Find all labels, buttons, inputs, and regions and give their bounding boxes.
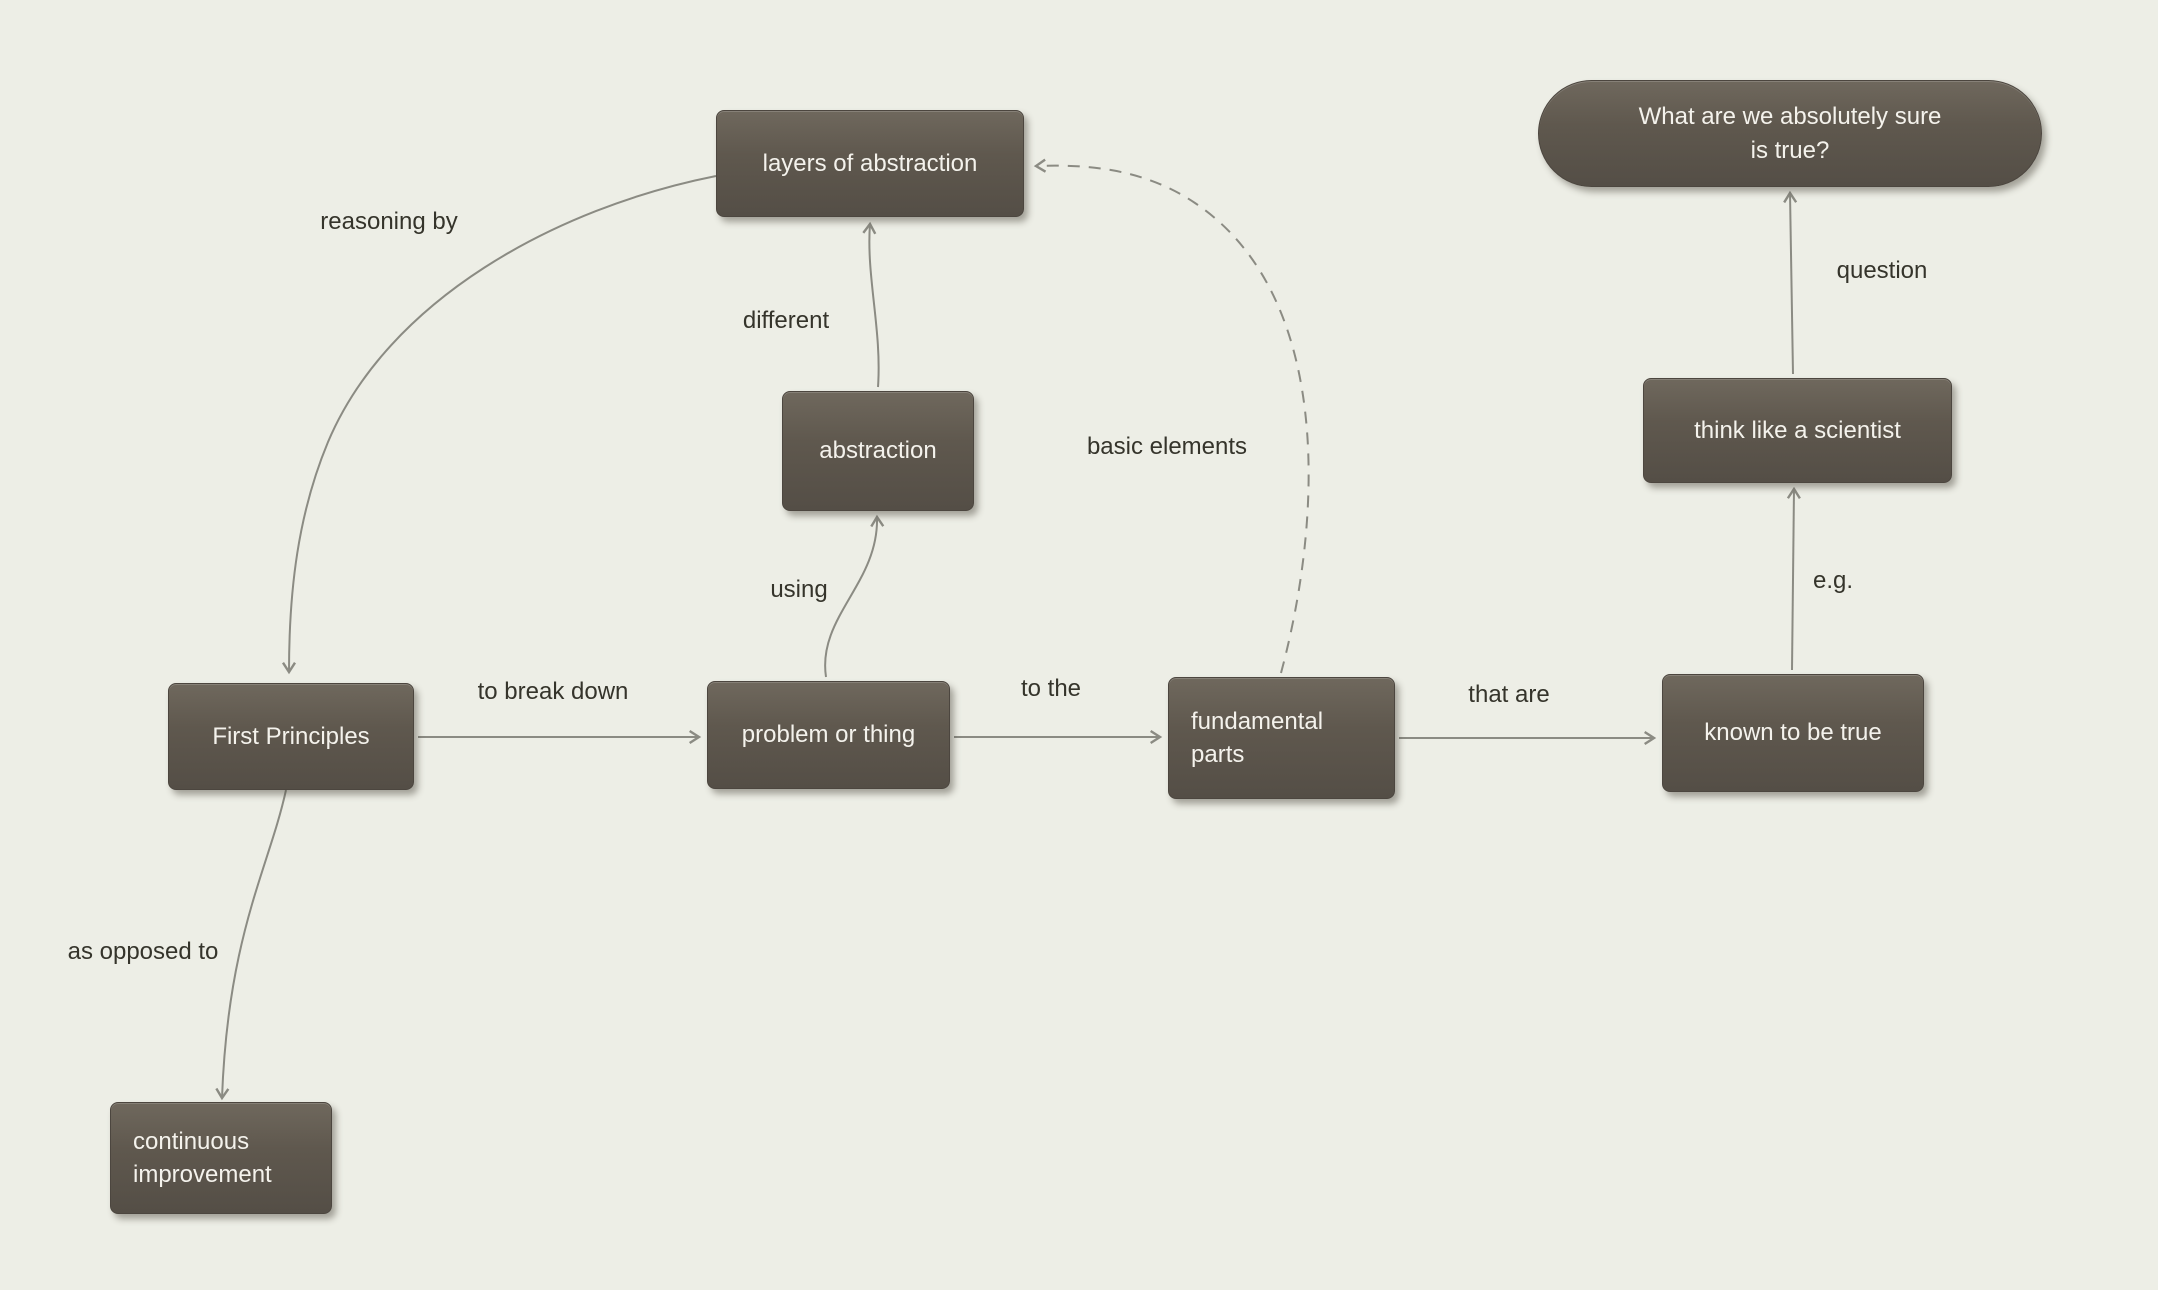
- edge-label-different: different: [742, 307, 830, 334]
- node-problem-or-thing[interactable]: problem or thing: [707, 681, 950, 789]
- node-first-principles[interactable]: First Principles: [168, 683, 414, 790]
- node-label-line: parts: [1191, 741, 1245, 768]
- node-think-like-a-scientist[interactable]: think like a scientist: [1643, 378, 1952, 483]
- edge-label-question: question: [1836, 257, 1928, 284]
- edge-label-reasoning-by: reasoning by: [320, 208, 458, 235]
- node-label-line: fundamental: [1191, 707, 1324, 735]
- node-label: problem or thing: [741, 721, 916, 749]
- arrow-different: [862, 221, 880, 388]
- node-label-line: What are we absolutely sure: [1638, 103, 1942, 131]
- arrow-using: [824, 514, 885, 678]
- node-layers-of-abstraction[interactable]: layers of abstraction: [716, 110, 1024, 217]
- node-continuous-improvement[interactable]: continuous improvement: [110, 1102, 332, 1214]
- node-fundamental-parts[interactable]: fundamental parts: [1168, 677, 1395, 799]
- edge-label-eg: e.g.: [1812, 567, 1854, 594]
- arrow-eg: [1786, 486, 1801, 671]
- node-abstraction[interactable]: abstraction: [782, 391, 974, 511]
- edge-label-basic-elements: basic elements: [1086, 433, 1248, 460]
- arrow-reasoning-by: [281, 175, 717, 675]
- arrow-as-opposed-to: [215, 789, 287, 1101]
- node-label: known to be true: [1704, 719, 1882, 747]
- node-label: abstraction: [819, 437, 937, 465]
- edge-label-to-the: to the: [1020, 675, 1082, 702]
- node-label-line: improvement: [133, 1161, 272, 1188]
- node-label-line: continuous: [133, 1127, 250, 1155]
- node-central-question[interactable]: What are we absolutely sure is true?: [1538, 80, 2042, 187]
- edge-label-to-break-down: to break down: [477, 678, 629, 705]
- edge-label-using: using: [770, 576, 828, 603]
- edge-label-that-are: that are: [1468, 681, 1550, 708]
- node-label: layers of abstraction: [762, 149, 978, 177]
- node-label: think like a scientist: [1694, 416, 1901, 444]
- node-label: First Principles: [212, 722, 370, 750]
- arrow-basic-elements: [1033, 158, 1310, 674]
- node-label-line: is true?: [1750, 136, 1830, 164]
- edge-label-as-opposed-to: as opposed to: [67, 938, 219, 965]
- node-known-to-be-true[interactable]: known to be true: [1662, 674, 1924, 792]
- arrow-question: [1783, 190, 1798, 375]
